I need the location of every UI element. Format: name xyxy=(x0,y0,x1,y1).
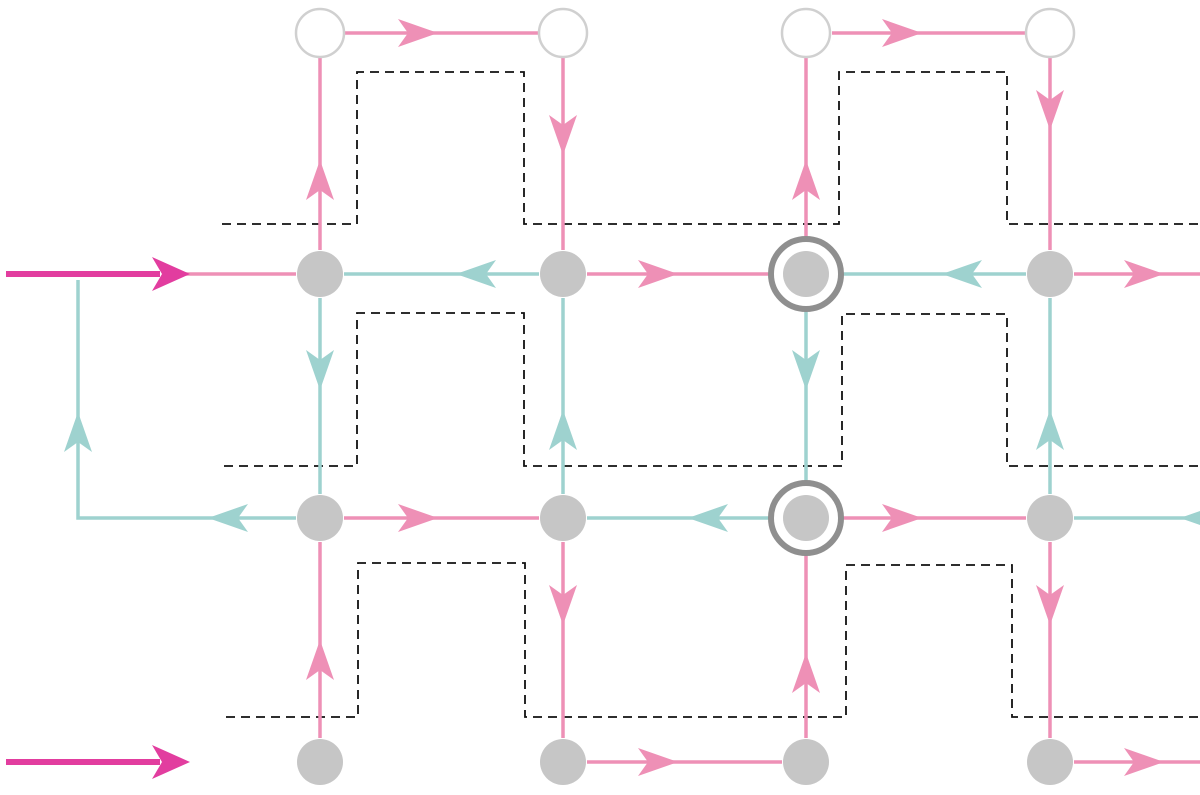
dashed-boundary-row2 xyxy=(224,312,1200,467)
arrowhead xyxy=(1124,260,1164,288)
filled-node xyxy=(1027,251,1073,297)
filled-node xyxy=(783,495,829,541)
filled-node xyxy=(1027,739,1073,785)
arrowheads xyxy=(64,19,1200,776)
ringed-node xyxy=(768,236,844,312)
arrowhead xyxy=(208,504,248,532)
open-node xyxy=(780,7,832,59)
cyan-edges xyxy=(76,272,1200,520)
arrowhead xyxy=(549,115,577,155)
arrowhead xyxy=(306,160,334,200)
arrowhead xyxy=(688,504,728,532)
open-node xyxy=(1024,7,1076,59)
open-node xyxy=(294,7,346,59)
input-arrows xyxy=(6,257,190,779)
filled-node xyxy=(297,495,343,541)
arrowhead xyxy=(549,410,577,450)
edge xyxy=(76,280,296,520)
arrowhead xyxy=(792,160,820,200)
nodes xyxy=(294,7,1076,785)
arrowhead xyxy=(152,745,190,779)
arrowhead xyxy=(1036,585,1064,625)
arrowhead xyxy=(1036,410,1064,450)
dashed-boundaries xyxy=(222,71,1200,718)
dashed-boundary-row1 xyxy=(222,71,1200,225)
filled-node xyxy=(783,251,829,297)
arrowhead xyxy=(792,653,820,693)
arrowhead xyxy=(456,260,496,288)
arrowhead xyxy=(942,260,982,288)
arrowhead xyxy=(792,350,820,390)
arrowhead xyxy=(882,504,922,532)
filled-node xyxy=(540,251,586,297)
arrowhead xyxy=(882,19,922,47)
arrowhead xyxy=(306,640,334,680)
arrowhead xyxy=(549,585,577,625)
filled-node xyxy=(297,739,343,785)
arrowhead xyxy=(1124,748,1164,776)
arrowhead xyxy=(638,260,678,288)
arrowhead xyxy=(1180,511,1200,525)
open-node xyxy=(537,7,589,59)
arrowhead xyxy=(152,257,190,291)
ringed-node xyxy=(768,480,844,556)
dashed-boundary-row3 xyxy=(226,562,1200,718)
arrowhead xyxy=(306,350,334,390)
filled-node xyxy=(540,495,586,541)
arrowhead xyxy=(64,412,92,452)
arrowhead xyxy=(398,504,438,532)
arrowhead xyxy=(398,19,438,47)
filled-node xyxy=(540,739,586,785)
arrowhead xyxy=(638,748,678,776)
arrowhead xyxy=(1036,90,1064,130)
filled-node xyxy=(1027,495,1073,541)
filled-node xyxy=(783,739,829,785)
pink-edges xyxy=(180,31,1200,764)
filled-node xyxy=(297,251,343,297)
